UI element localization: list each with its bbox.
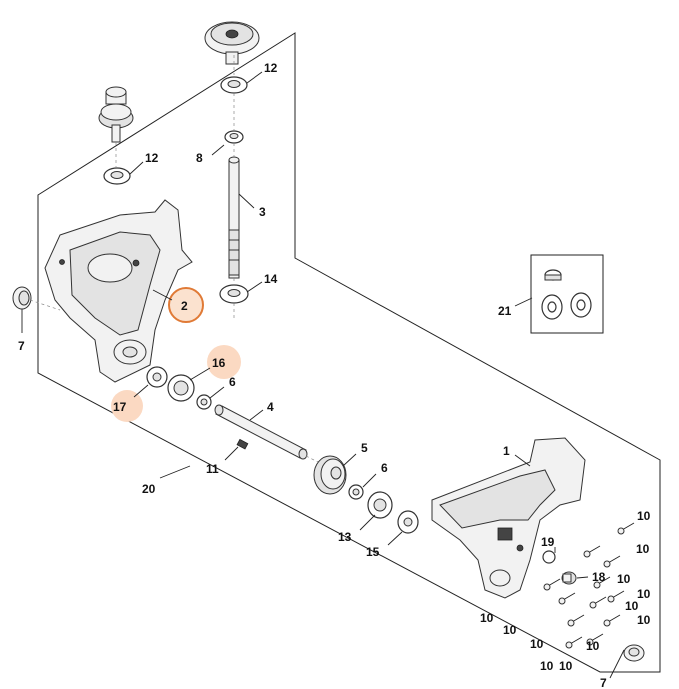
callout-1: 1 bbox=[503, 444, 510, 458]
callout-5: 5 bbox=[361, 441, 368, 455]
callout-10: 10 bbox=[503, 623, 517, 637]
callout-10: 10 bbox=[480, 611, 494, 625]
cap-7-right bbox=[623, 644, 645, 662]
gear-housing-right bbox=[431, 437, 586, 599]
callout-3: 3 bbox=[259, 205, 266, 219]
callout-11: 11 bbox=[206, 462, 219, 476]
highlight-16 bbox=[207, 345, 241, 379]
callout-6-lower: 6 bbox=[381, 461, 388, 475]
callout-4: 4 bbox=[267, 400, 274, 414]
gear-5 bbox=[313, 455, 347, 495]
kit-contents bbox=[541, 269, 592, 320]
callout-7-left: 7 bbox=[18, 339, 25, 353]
shaft-3 bbox=[228, 156, 240, 279]
leader-lines bbox=[21, 71, 625, 679]
callout-10: 10 bbox=[586, 639, 600, 653]
bearing-12-left bbox=[103, 167, 131, 185]
bearing-14 bbox=[219, 284, 249, 304]
ring-6-lower bbox=[348, 484, 364, 500]
top-gear bbox=[204, 21, 260, 65]
highlight-17 bbox=[111, 390, 143, 422]
callout-15: 15 bbox=[366, 545, 380, 559]
highlight-2[interactable] bbox=[168, 287, 204, 323]
bearing-12-top bbox=[220, 76, 248, 94]
seal-19 bbox=[542, 550, 556, 564]
callout-10: 10 bbox=[559, 659, 573, 673]
callout-13: 13 bbox=[338, 530, 352, 544]
callout-12-left: 12 bbox=[145, 151, 159, 165]
callout-7-right: 7 bbox=[600, 676, 607, 689]
bearing-16 bbox=[167, 374, 195, 402]
gear-housing-left bbox=[44, 199, 193, 383]
key-11 bbox=[236, 438, 249, 450]
cap-7-left bbox=[12, 286, 32, 310]
plug-18 bbox=[561, 571, 577, 585]
callout-14: 14 bbox=[264, 272, 278, 286]
ring-8 bbox=[224, 130, 244, 144]
ring-15 bbox=[397, 510, 419, 534]
assembly-frame bbox=[37, 32, 661, 673]
ring-17 bbox=[146, 366, 168, 388]
kit-box bbox=[530, 254, 604, 334]
callout-10: 10 bbox=[625, 599, 639, 613]
callout-10: 10 bbox=[637, 587, 651, 601]
callout-2[interactable]: 2 bbox=[181, 299, 188, 313]
callout-16: 16 bbox=[212, 356, 226, 370]
screws-10 bbox=[543, 522, 635, 649]
callout-10: 10 bbox=[637, 509, 651, 523]
callout-20: 20 bbox=[142, 482, 156, 496]
pinion-gear bbox=[98, 86, 134, 143]
callout-17: 17 bbox=[113, 400, 127, 414]
callout-10: 10 bbox=[530, 637, 544, 651]
axle-4 bbox=[214, 404, 308, 460]
callout-18: 18 bbox=[592, 570, 606, 584]
callout-21: 21 bbox=[498, 304, 512, 318]
callout-10: 10 bbox=[540, 659, 554, 673]
callout-10: 10 bbox=[636, 542, 650, 556]
alignment-lines bbox=[29, 55, 319, 463]
callout-10: 10 bbox=[617, 572, 631, 586]
callout-8: 8 bbox=[196, 151, 203, 165]
callout-6-upper: 6 bbox=[229, 375, 236, 389]
callout-12-top: 12 bbox=[264, 61, 278, 75]
ring-6-upper bbox=[196, 394, 212, 410]
callout-10: 10 bbox=[637, 613, 651, 627]
callout-19: 19 bbox=[541, 535, 555, 549]
bearing-13 bbox=[367, 491, 393, 519]
callout-labels: 1 2 3 4 5 6 6 7 7 8 10 10 10 10 10 10 10… bbox=[18, 61, 651, 689]
